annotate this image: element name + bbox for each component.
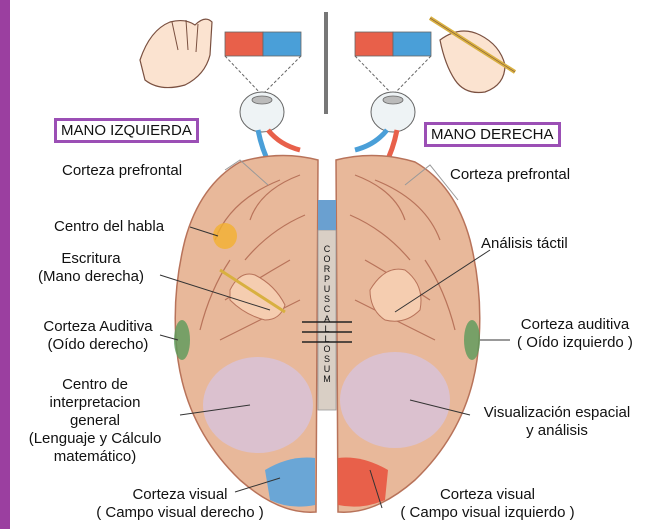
corpus-callosum-letter: U [321, 364, 333, 374]
interp-line4: (Lenguaje y Cálculo [20, 430, 170, 448]
right-hand-label: MANO DERECHA [424, 122, 561, 147]
writing-label-line1: Escritura [26, 250, 156, 268]
left-hand-icon [140, 19, 212, 87]
right-eye-icon [371, 92, 415, 132]
right-prefrontal-label: Corteza prefrontal [450, 166, 570, 184]
center-divider [324, 12, 328, 114]
corpus-callosum-letter: C [321, 244, 333, 254]
corpus-callosum-letter: R [321, 264, 333, 274]
spatial-line2: y análisis [468, 422, 646, 440]
right-auditory-line2: ( Oído izquierdo ) [500, 334, 650, 352]
corpus-callosum-letter: C [321, 304, 333, 314]
corpus-callosum-letter: A [321, 314, 333, 324]
writing-label-line2: (Mano derecha) [26, 268, 156, 286]
corpus-callosum-letter: L [321, 324, 333, 334]
spatial-analysis-label: Visualización espacial y análisis [468, 404, 646, 440]
corpus-callosum-letter: S [321, 354, 333, 364]
right-visual-line2: ( Campo visual izquierdo ) [380, 504, 595, 522]
left-visual-line1: Corteza visual [80, 486, 280, 504]
tactile-analysis-label: Análisis táctil [481, 235, 568, 253]
corpus-callosum-letter: L [321, 334, 333, 344]
interpretation-center-label: Centro de interpretacion general (Lengua… [20, 376, 170, 466]
corpus-callosum-letter: S [321, 294, 333, 304]
interp-line3: general [20, 412, 170, 430]
left-auditory-line2: (Oído derecho) [28, 336, 168, 354]
corpus-callosum-letter: O [321, 344, 333, 354]
left-prefrontal-label: Corteza prefrontal [62, 162, 182, 180]
left-interpretation-region [203, 357, 313, 453]
right-auditory-region [464, 320, 480, 360]
interp-line2: interpretacion [20, 394, 170, 412]
interp-line1: Centro de [20, 376, 170, 394]
left-visual-cortex-label: Corteza visual ( Campo visual derecho ) [80, 486, 280, 522]
corpus-callosum-letter: O [321, 254, 333, 264]
writing-label: Escritura (Mano derecha) [26, 250, 156, 286]
left-visual-line2: ( Campo visual derecho ) [80, 504, 280, 522]
left-visual-field [225, 32, 301, 95]
right-visual-cortex-label: Corteza visual ( Campo visual izquierdo … [380, 486, 595, 522]
left-eye-icon [240, 92, 284, 132]
left-auditory-label: Corteza Auditiva (Oído derecho) [28, 318, 168, 354]
speech-center-label: Centro del habla [54, 218, 164, 236]
left-hand-label: MANO IZQUIERDA [54, 118, 199, 143]
right-auditory-line1: Corteza auditiva [500, 316, 650, 334]
corpus-callosum-label: CORPUSCALLOSUM [321, 244, 333, 384]
left-auditory-line1: Corteza Auditiva [28, 318, 168, 336]
corpus-callosum-letter: P [321, 274, 333, 284]
right-spatial-region [340, 352, 450, 448]
spatial-line1: Visualización espacial [468, 404, 646, 422]
corpus-callosum-letter: M [321, 374, 333, 384]
corpus-callosum-letter: U [321, 284, 333, 294]
interp-line5: matemático) [20, 448, 170, 466]
optic-chiasm [318, 200, 336, 230]
right-visual-field [355, 32, 431, 95]
right-auditory-label: Corteza auditiva ( Oído izquierdo ) [500, 316, 650, 352]
right-visual-line1: Corteza visual [380, 486, 595, 504]
right-hand-icon [430, 18, 515, 93]
